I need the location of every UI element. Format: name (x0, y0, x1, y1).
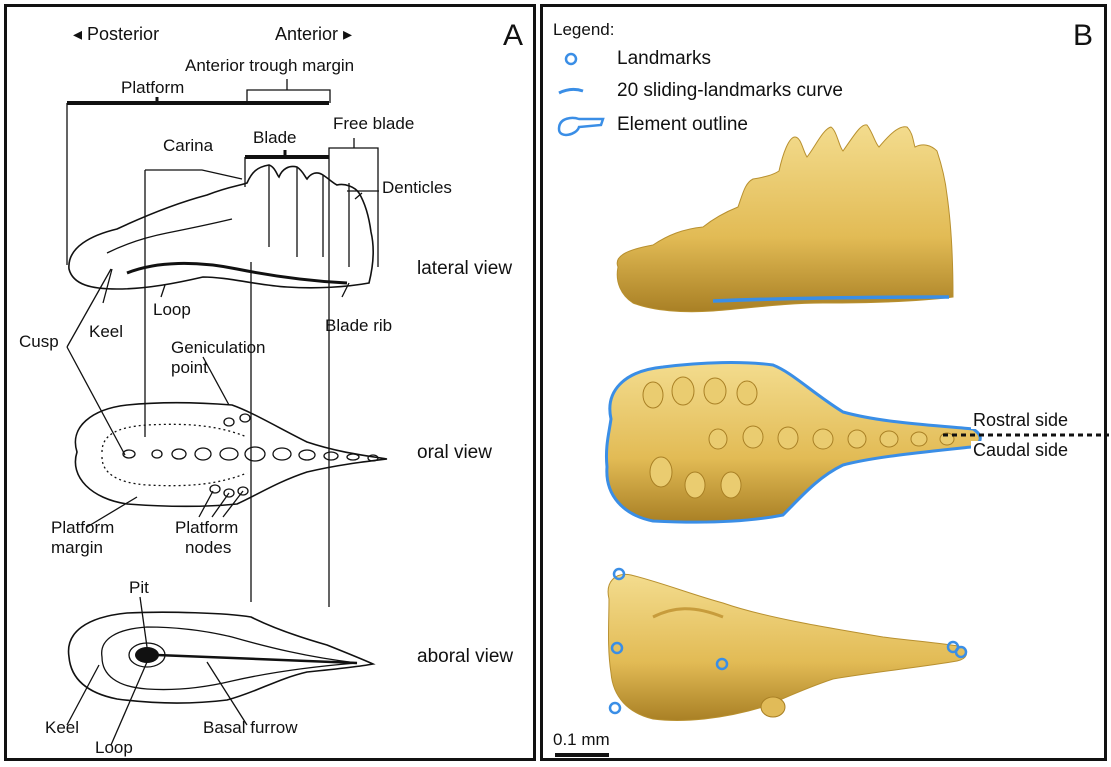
keel-label-aboral: Keel (45, 719, 79, 736)
legend-curve: 20 sliding-landmarks curve (617, 81, 843, 100)
oral-view-label: oral view (417, 443, 492, 462)
panel-letter-b: B (1073, 21, 1093, 51)
cusp-label: Cusp (19, 333, 59, 350)
aboral-3d-element (608, 574, 966, 720)
platform-margin-label-2: margin (51, 539, 103, 556)
loop-label-aboral: Loop (95, 739, 133, 756)
free-blade-label: Free blade (333, 115, 414, 132)
blade-rib-label: Blade rib (325, 317, 392, 334)
pit-mark (135, 647, 159, 663)
posterior-label: ◂ Posterior (73, 25, 159, 43)
landmark-point (610, 703, 620, 713)
landmark-legend-icon (566, 54, 576, 64)
scale-bar-label: 0.1 mm (553, 731, 610, 748)
geniculation-point-label: point (171, 359, 208, 376)
blade-label: Blade (253, 129, 296, 146)
denticles-label: Denticles (382, 179, 452, 196)
platform-nodes-label-1: Platform (175, 519, 238, 536)
platform-label: Platform (121, 79, 184, 96)
curve-legend-icon (559, 89, 583, 93)
geniculation-label: Geniculation (171, 339, 266, 356)
legend-title: Legend: (553, 21, 614, 38)
outline-legend-icon (559, 118, 603, 135)
lateral-3d-element (617, 125, 953, 312)
basal-furrow-label: Basal furrow (203, 719, 297, 736)
carina-label: Carina (163, 137, 213, 154)
anterior-label: Anterior ▸ (275, 25, 352, 43)
anterior-trough-margin-label: Anterior trough margin (185, 57, 354, 74)
caudal-side-label: Caudal side (971, 441, 1070, 459)
free-blade-bracket (329, 148, 378, 157)
lateral-view-label: lateral view (417, 259, 512, 278)
panel-letter-a: A (503, 21, 523, 51)
keel-label: Keel (89, 323, 123, 340)
loop-label: Loop (153, 301, 191, 318)
pit-label: Pit (129, 579, 149, 596)
platform-margin-label-1: Platform (51, 519, 114, 536)
lateral-view-element (69, 165, 373, 289)
aboral-view-label: aboral view (417, 647, 513, 666)
platform-nodes-label-2: nodes (185, 539, 231, 556)
panel-a: A ◂ Posterior Anterior ▸ Anterior trough… (4, 4, 536, 761)
legend-outline: Element outline (617, 115, 748, 134)
legend-landmarks: Landmarks (617, 49, 711, 68)
panel-b: B Legend: Landmarks 20 sliding-landmarks… (540, 4, 1107, 761)
rostral-side-label: Rostral side (971, 411, 1070, 429)
